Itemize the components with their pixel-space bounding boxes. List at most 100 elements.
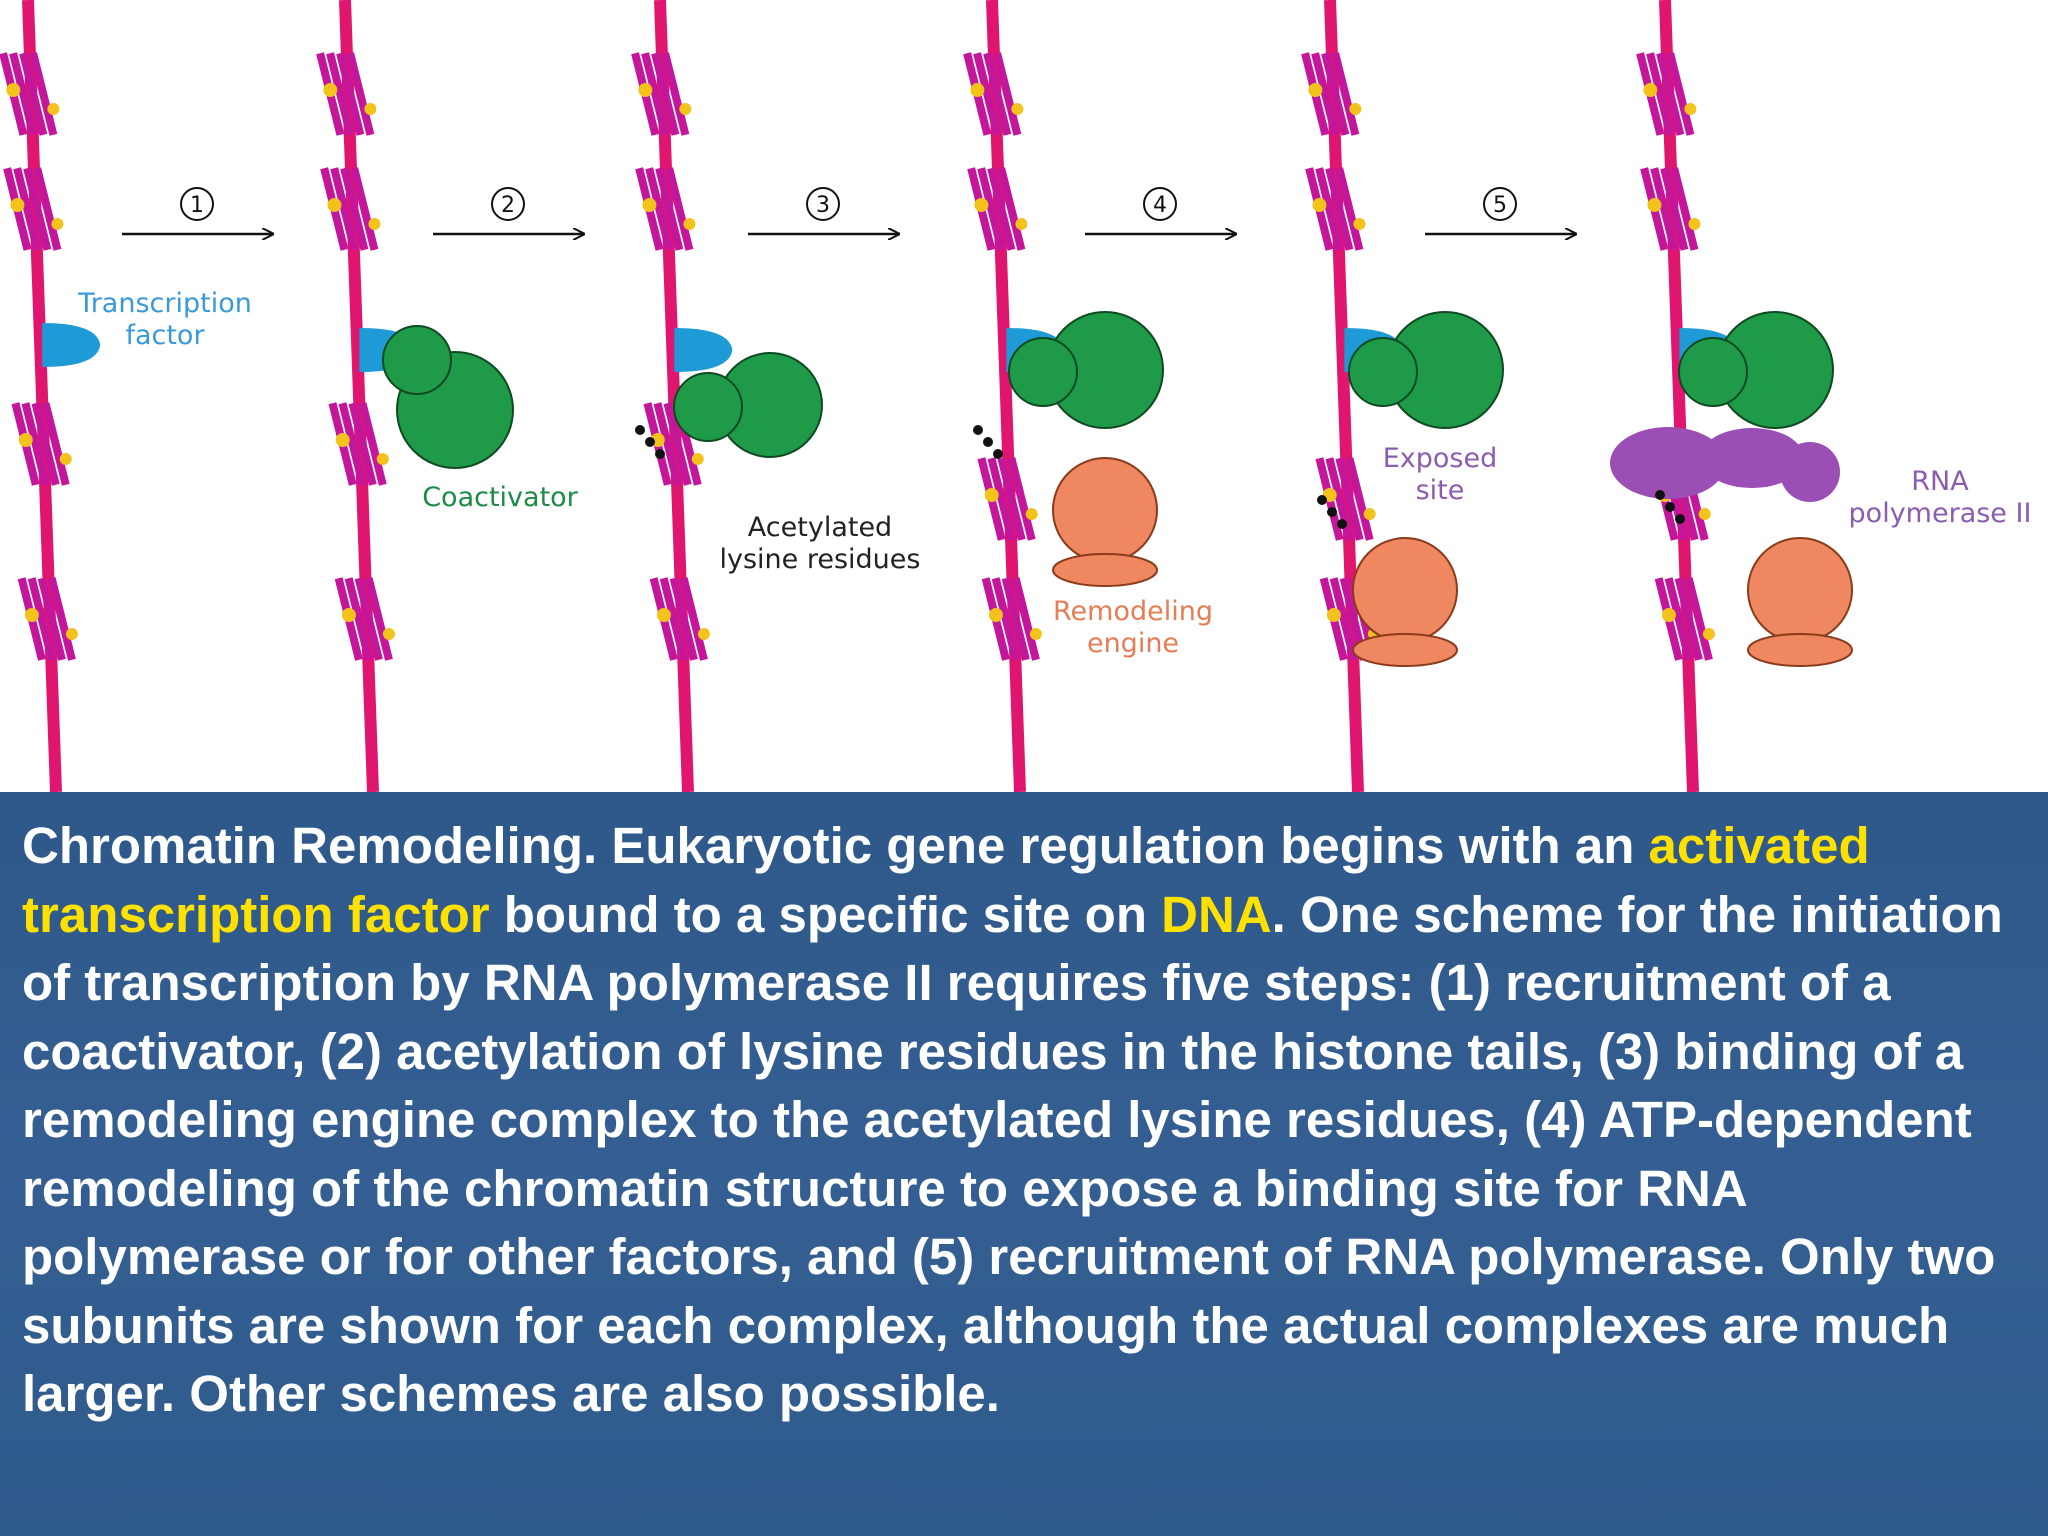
histone-tail-dot bbox=[1308, 83, 1323, 97]
step-number-circle bbox=[491, 187, 525, 221]
remodeling-engine-label-line: Remodeling bbox=[1053, 596, 1213, 627]
histone-bar bbox=[9, 52, 38, 136]
histone-bar bbox=[659, 577, 688, 661]
coactivator-complex-6 bbox=[1678, 311, 1834, 429]
histone-bar bbox=[1666, 52, 1695, 136]
chromatin-strand-4 bbox=[963, 0, 1065, 792]
histone-bar bbox=[1329, 577, 1358, 661]
histone-tail-dot bbox=[368, 218, 381, 230]
histone-bar bbox=[997, 457, 1026, 541]
histone-bar bbox=[983, 52, 1012, 136]
histone-bar bbox=[1664, 577, 1693, 661]
histone-tail-dot bbox=[691, 453, 704, 465]
histone-bar bbox=[987, 167, 1016, 251]
nucleosome bbox=[11, 402, 72, 486]
step-number-circle bbox=[1483, 187, 1517, 221]
step-arrow-5: 5 bbox=[1425, 187, 1575, 234]
nucleosome bbox=[334, 577, 395, 661]
remodeling-engine-large-subunit bbox=[1052, 457, 1158, 563]
remodeling-engine-small-subunit bbox=[1747, 633, 1853, 667]
histone-tail-dot bbox=[47, 103, 60, 115]
nucleosome bbox=[963, 52, 1024, 136]
histone-tail-dot bbox=[323, 83, 338, 97]
histone-tail-dot bbox=[18, 433, 33, 447]
histone-bar bbox=[661, 52, 690, 136]
histone-tail-dot bbox=[10, 198, 25, 212]
histone-tail-dot bbox=[1363, 508, 1376, 520]
step-arrow-3: 3 bbox=[748, 187, 898, 234]
caption-part-1: Chromatin Remodeling. Eukaryotic gene re… bbox=[22, 817, 1649, 874]
acetyl-group-dot bbox=[973, 425, 983, 435]
histone-bar bbox=[1339, 577, 1368, 661]
histone-bar bbox=[1325, 457, 1354, 541]
caption-part-2: bound to a specific site on bbox=[489, 885, 1162, 943]
acetyl-group-dot bbox=[993, 449, 1003, 459]
nucleosome bbox=[17, 577, 78, 661]
histone-bar bbox=[1335, 167, 1364, 251]
acetyl-group-dot bbox=[1665, 502, 1675, 512]
histone-tail-dot bbox=[638, 83, 653, 97]
rna-polymerase-subunit bbox=[1780, 442, 1840, 502]
histone-bar bbox=[645, 167, 674, 251]
histone-bar bbox=[651, 52, 680, 136]
histone-bar bbox=[346, 52, 375, 136]
acetyl-group-dot bbox=[1327, 507, 1337, 517]
step-arrow-2: 2 bbox=[433, 187, 583, 234]
step-number-label: 2 bbox=[501, 193, 515, 218]
nucleosome bbox=[1640, 167, 1701, 251]
rna-polymerase-subunit bbox=[1700, 428, 1804, 488]
acetyl-group-dot bbox=[983, 437, 993, 447]
step-number-circle bbox=[1143, 187, 1177, 221]
histone-tail-dot bbox=[1702, 628, 1715, 640]
histone-bar bbox=[1646, 52, 1675, 136]
acetyl-group-dot bbox=[1317, 495, 1327, 505]
histone-bar bbox=[350, 167, 379, 251]
histone-bar bbox=[338, 402, 367, 486]
histone-bar bbox=[13, 167, 42, 251]
histone-bar bbox=[1335, 457, 1364, 541]
nucleosome bbox=[328, 402, 389, 486]
nucleosome bbox=[977, 457, 1038, 541]
coactivator-small-subunit bbox=[673, 372, 743, 442]
histone-tail-dot bbox=[1643, 83, 1658, 97]
histone-bar bbox=[1001, 577, 1030, 661]
histone-bar bbox=[663, 402, 692, 486]
nucleosome bbox=[1636, 52, 1697, 136]
nucleosome bbox=[981, 577, 1042, 661]
step-number-circle bbox=[806, 187, 840, 221]
histone-bar bbox=[1660, 167, 1689, 251]
exposed-site-label-line: Exposed bbox=[1383, 443, 1498, 474]
rna-polymerase-label-line: polymerase II bbox=[1849, 498, 2032, 529]
histone-bar bbox=[997, 167, 1026, 251]
transcription-factor-label-line: factor bbox=[125, 320, 205, 351]
histone-tail-dot bbox=[1688, 218, 1701, 230]
histone-bar bbox=[1331, 52, 1360, 136]
histone-tail-dot bbox=[341, 608, 356, 622]
rna-polymerase-subunit bbox=[1610, 427, 1726, 499]
histone-bar bbox=[33, 167, 62, 251]
histone-bar bbox=[23, 167, 52, 251]
histone-bar bbox=[1315, 167, 1344, 251]
rna-polymerase-complex bbox=[1610, 427, 1840, 502]
chromatin-strand-2 bbox=[316, 0, 418, 792]
histone-bar bbox=[1325, 167, 1354, 251]
remodeling-engine-label-line: engine bbox=[1087, 628, 1179, 659]
step-number-label: 4 bbox=[1153, 193, 1167, 218]
histone-tail-dot bbox=[327, 198, 342, 212]
histone-tail-dot bbox=[1661, 608, 1676, 622]
histone-bar bbox=[326, 52, 355, 136]
histone-tail-dot bbox=[974, 198, 989, 212]
nucleosome bbox=[635, 167, 696, 251]
histone-tail-dot bbox=[6, 83, 21, 97]
histone-tail-dot bbox=[51, 218, 64, 230]
histone-bar bbox=[336, 52, 365, 136]
nucleosome bbox=[316, 52, 377, 136]
nucleosome bbox=[631, 52, 692, 136]
step-arrow-1: 1 bbox=[122, 187, 272, 234]
histone-tail-dot bbox=[1029, 628, 1042, 640]
histone-tail-dot bbox=[656, 608, 671, 622]
histone-bar bbox=[1007, 457, 1036, 541]
